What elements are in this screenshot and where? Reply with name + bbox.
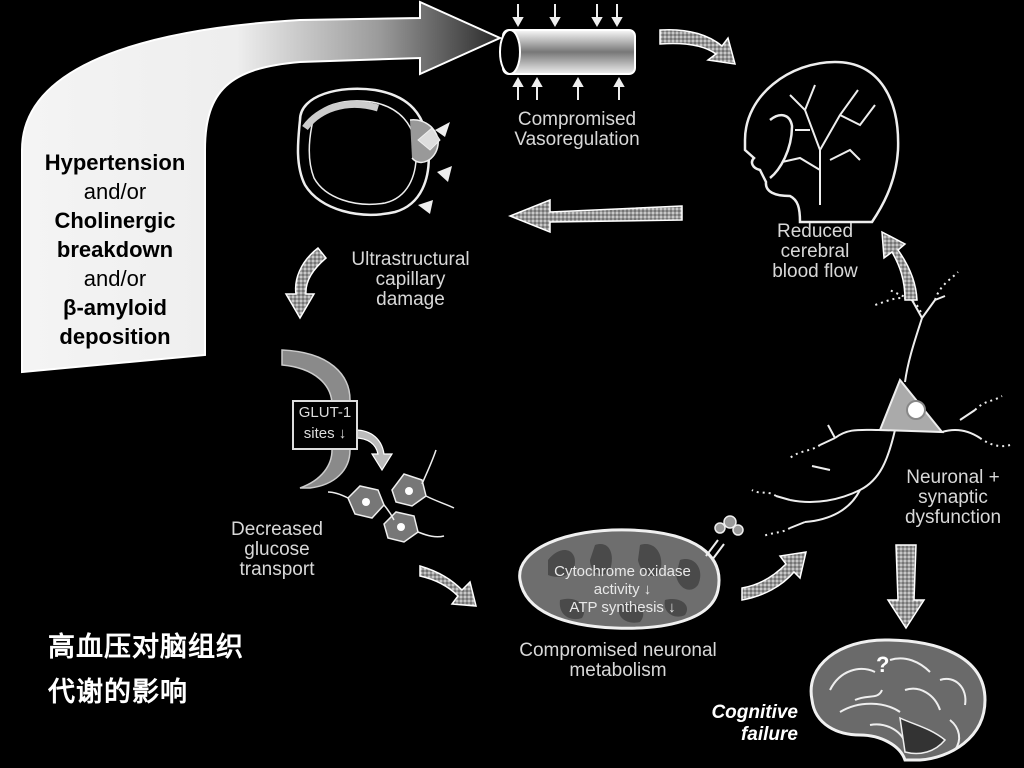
mito-text-atp: ATP synthesis ↓ [569,599,676,616]
label-glucose: Decreased glucose transport [222,520,332,580]
label-capillary-line3: damage [376,289,445,310]
cause-line-breakdown: breakdown [56,237,174,262]
cause-arrow [21,0,503,374]
label-metabolism-line1: Compromised neuronal [519,640,717,661]
mitochondrion-text: Cytochrome oxidase activity ↓ ATP synthe… [535,563,710,617]
cause-line-hypertension: Hypertension [44,150,186,175]
label-capillary-line1: Ultrastructural [351,249,470,270]
vessel-tube-illustration [499,4,636,100]
label-neuronal-line1: Neuronal + [906,467,1000,488]
mito-text-activity: activity ↓ [593,581,652,598]
neuron-illustration [751,271,1011,537]
cause-line-deposition: deposition [59,324,171,349]
head-illustration [743,60,900,224]
label-vasoregulation: Compromised Vasoregulation [502,110,652,150]
label-neuronal: Neuronal + synaptic dysfunction [892,468,1014,528]
label-metabolism: Compromised neuronal metabolism [500,641,736,681]
cause-text: Hypertension and/or Cholinergic breakdow… [20,148,210,351]
arrow-neuron-to-cognitive [886,544,926,630]
mitochondrion-illustration [518,528,721,630]
label-glucose-line1: Decreased [231,519,323,540]
label-neuronal-line3: dysfunction [904,507,1002,528]
label-cognitive-line1: Cognitive [711,702,798,723]
arrow-neuron-to-bloodflow [881,230,918,301]
arrow-glut-to-cells [354,429,394,472]
arrow-glucose-to-metabolism [419,564,477,607]
brain-question-mark: ? [876,652,890,677]
label-capillary: Ultrastructural capillary damage [338,250,483,310]
brain-illustration [809,638,987,762]
cause-line-amyloid: β-amyloid [63,295,167,320]
arrow-vaso-to-bloodflow [659,28,737,65]
cause-line-andor-2: and/or [83,266,147,291]
label-cognitive: Cognitive failure [690,702,798,746]
arrow-capillary-to-glucose [284,246,328,320]
label-neuronal-line2: synaptic [918,487,988,508]
label-vasoregulation-line2: Vasoregulation [514,129,640,150]
label-glucose-line3: transport [239,559,315,580]
label-blood-flow: Reduced cerebral blood flow [760,222,870,282]
label-metabolism-line2: metabolism [569,660,667,681]
cause-line-andor-1: and/or [83,179,147,204]
membrane-illustration [281,349,351,489]
capillary-illustration [296,87,452,216]
label-glucose-line2: glucose [244,539,310,560]
caption-line2: 代谢的影响 [48,677,188,708]
glial-cells-illustration [327,449,455,543]
arrow-metabolism-to-neuron [741,551,807,601]
label-blood-flow-line2: cerebral [780,241,850,262]
mito-text-cytochrome: Cytochrome oxidase [554,563,691,580]
label-blood-flow-line1: Reduced [776,221,854,242]
label-capillary-line2: capillary [375,269,446,290]
label-cognitive-line2: failure [740,724,798,745]
glut-box-line1: GLUT-1 [298,404,352,421]
label-blood-flow-line3: blood flow [772,261,858,282]
caption-line1: 高血压对脑组织 [48,632,244,663]
glut-box-line2: sites ↓ [303,425,347,442]
label-vasoregulation-line1: Compromised [517,109,637,130]
arrow-bloodflow-to-capillary [507,198,683,234]
cause-line-cholinergic: Cholinergic [54,208,176,233]
glut-box: GLUT-1 sites ↓ [292,400,358,450]
energy-puff-icon [705,515,744,561]
